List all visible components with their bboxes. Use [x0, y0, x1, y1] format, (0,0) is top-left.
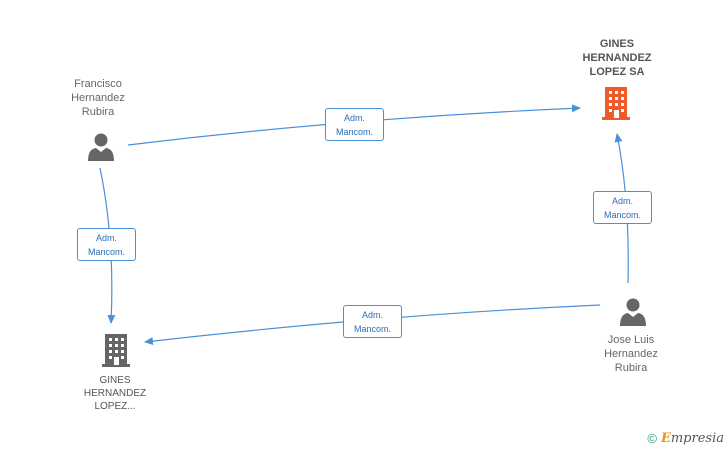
node-label-line: HERNANDEZ	[582, 52, 652, 64]
relation-role-detail: Mancom.	[353, 324, 391, 334]
node-label-line: LOPEZ...	[94, 401, 136, 412]
node-label-francisco: Francisco Hernandez Rubira	[60, 77, 136, 119]
node-label-jose: Jose Luis Hernandez Rubira	[590, 333, 672, 375]
node-label-line: Francisco	[74, 78, 122, 90]
node-label-line: Hernandez	[604, 348, 658, 360]
relation-role-detail: Mancom.	[335, 127, 373, 137]
node-label-line: Rubira	[81, 106, 115, 118]
node-label-line: Rubira	[614, 362, 648, 374]
person-icon[interactable]	[618, 297, 648, 327]
node-label-line: Jose Luis	[607, 334, 655, 346]
relation-label-jose-gines-short[interactable]: Adm. Mancom.	[343, 305, 402, 338]
person-icon[interactable]	[86, 132, 116, 162]
building-icon[interactable]	[100, 333, 132, 367]
brand-initial: E	[660, 431, 671, 446]
brand-name-rest: mpresia	[670, 431, 724, 446]
brand-logo[interactable]: Empresia	[661, 431, 724, 446]
footer-brand: © Empresia	[647, 431, 724, 446]
node-label-line: GINES	[99, 375, 131, 386]
node-label-line: GINES	[599, 38, 635, 50]
node-label-line: Hernandez	[71, 92, 125, 104]
relation-role: Adm.	[611, 196, 633, 206]
relation-role-detail: Mancom.	[87, 247, 125, 257]
relation-label-francisco-gines-short[interactable]: Adm. Mancom.	[77, 228, 136, 261]
building-icon[interactable]	[600, 86, 632, 120]
relation-role: Adm.	[361, 310, 383, 320]
relation-role-detail: Mancom.	[603, 210, 641, 220]
relation-role: Adm.	[343, 113, 365, 123]
relation-label-francisco-gines-sa[interactable]: Adm. Mancom.	[325, 108, 384, 141]
node-label-line: HERNANDEZ	[83, 388, 147, 399]
relation-role: Adm.	[95, 233, 117, 243]
node-label-gines-sa: GINES HERNANDEZ LOPEZ SA	[572, 37, 662, 79]
copyright-symbol: ©	[647, 431, 657, 446]
node-label-gines-short: GINES HERNANDEZ LOPEZ...	[72, 374, 158, 413]
node-label-line: LOPEZ SA	[589, 66, 645, 78]
relation-label-jose-gines-sa[interactable]: Adm. Mancom.	[593, 191, 652, 224]
